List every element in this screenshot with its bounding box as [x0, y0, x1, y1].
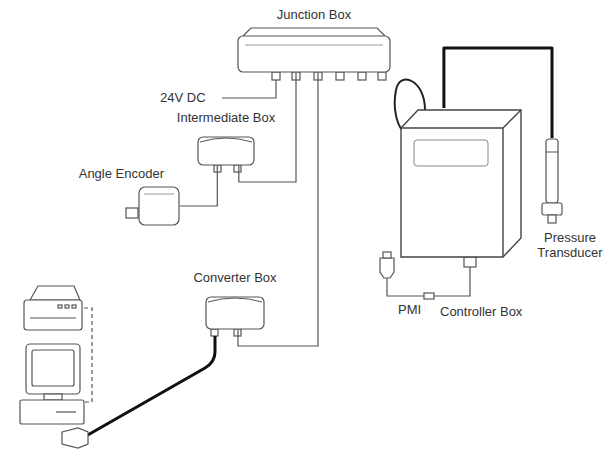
plug — [380, 258, 394, 278]
device-box: Controller Box — [400, 108, 522, 258]
device-outline — [205, 292, 265, 330]
computer-cable — [86, 336, 215, 436]
encoder-shaft — [126, 208, 138, 218]
plug-pins — [383, 252, 391, 258]
device-box: Pressure Transducer — [542, 138, 562, 224]
device-box: Angle Encoder — [138, 186, 180, 226]
controller-connector — [464, 257, 476, 267]
port — [378, 72, 386, 80]
pmi-wire — [387, 267, 470, 296]
device-label: Junction Box — [277, 7, 351, 22]
port — [234, 165, 241, 172]
device-box: Intermediate Box — [197, 132, 255, 166]
device-outline — [237, 27, 391, 73]
device-label: Controller Box — [440, 304, 522, 319]
device-label: Converter Box — [193, 270, 276, 285]
port — [211, 329, 218, 336]
port — [358, 72, 366, 80]
cable — [180, 166, 217, 206]
cable — [239, 73, 296, 182]
inline-connector — [424, 293, 434, 299]
dashed-link — [84, 308, 92, 402]
device-box: Converter Box — [205, 292, 265, 330]
device-outline — [542, 138, 562, 224]
power-wire — [222, 80, 276, 98]
device-label: Intermediate Box — [177, 110, 275, 125]
port — [336, 72, 344, 80]
port — [272, 72, 280, 80]
signal-label: PMI — [398, 302, 421, 317]
device-label: Pressure Transducer — [534, 230, 606, 260]
voltage-label: 24V DC — [160, 90, 206, 105]
device-outline — [138, 186, 180, 226]
computer — [20, 344, 88, 448]
device-outline — [197, 132, 255, 166]
device-label: Angle Encoder — [79, 166, 164, 181]
device-outline — [400, 108, 522, 258]
printer — [24, 286, 82, 330]
device-box: Junction Box — [237, 27, 391, 73]
